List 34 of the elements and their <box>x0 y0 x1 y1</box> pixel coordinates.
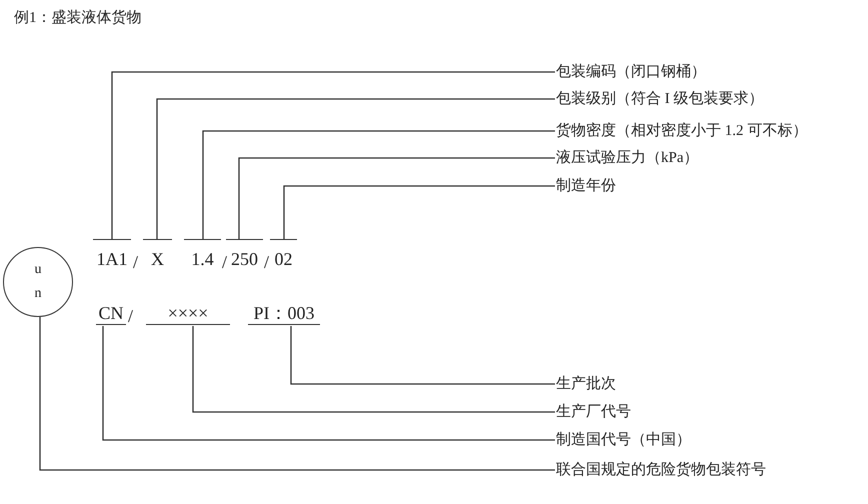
separator-slash: / <box>264 251 270 273</box>
leader-line <box>39 316 555 471</box>
un-symbol-circle <box>3 247 73 317</box>
code-segment: 1.4 <box>184 239 221 270</box>
separator-slash: / <box>222 251 228 273</box>
code-segment: ×××× <box>146 302 230 325</box>
leader-line <box>202 130 555 239</box>
leader-line <box>192 326 555 413</box>
callout-text: 包装编码（闭口钢桶） <box>556 62 706 82</box>
title: 例1：盛装液体货物 <box>14 8 142 28</box>
callout-text: 制造国代号（中国） <box>556 430 691 450</box>
callout-text: 液压试验压力（kPa） <box>556 148 698 168</box>
separator-slash: / <box>128 305 134 327</box>
callout-text: 联合国规定的危险货物包装符号 <box>556 460 766 480</box>
leader-line <box>102 326 555 441</box>
leader-line <box>283 185 555 239</box>
code-segment: 1A1 <box>93 239 131 270</box>
callout-text: 生产批次 <box>556 374 616 394</box>
leader-line <box>290 326 555 385</box>
leader-line <box>156 98 555 239</box>
callout-text: 制造年份 <box>556 176 616 196</box>
code-segment: 250 <box>226 239 263 270</box>
symbol-letter: u <box>34 262 42 278</box>
leader-line <box>238 157 555 239</box>
leader-line <box>111 71 555 239</box>
code-segment: X <box>143 239 172 270</box>
symbol-letter: n <box>34 286 42 302</box>
code-segment: CN <box>96 302 126 325</box>
code-segment: PI：003 <box>248 302 320 325</box>
code-segment: 02 <box>270 239 297 270</box>
callout-text: 生产厂代号 <box>556 402 631 422</box>
callout-text: 货物密度（相对密度小于 1.2 可不标） <box>556 121 808 141</box>
separator-slash: / <box>133 251 138 273</box>
callout-text: 包装级别（符合 I 级包装要求） <box>556 89 764 109</box>
